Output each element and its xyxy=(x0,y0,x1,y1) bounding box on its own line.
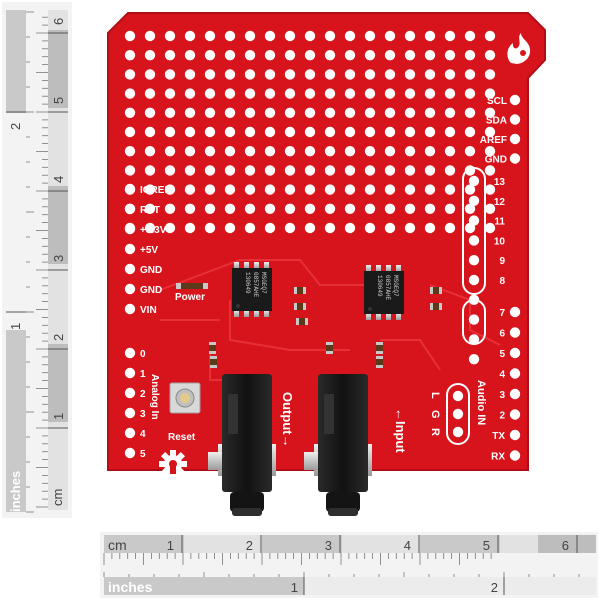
left-header-label: +3.3V xyxy=(140,225,167,236)
left-header-label: VIN xyxy=(140,305,157,316)
chip-left-text-3: 130649 xyxy=(244,272,251,294)
analog-in-label: Analog In xyxy=(149,374,160,420)
audio-in-label: Audio IN xyxy=(475,380,487,425)
audio-channel-label: R xyxy=(429,428,441,436)
left-ruler-cm-tick-label: 4 xyxy=(51,176,66,183)
left-header-label: RST xyxy=(140,205,160,216)
bottom-ruler-inch-tick-label: 2 xyxy=(491,580,498,595)
right-header-label: 10 xyxy=(494,236,506,247)
left-ruler-cm-ticks: 1 2 3 4 5 6 xyxy=(36,16,68,508)
bottom-ruler-cm-tick-label: 3 xyxy=(325,538,332,553)
left-header-label: GND xyxy=(140,285,162,296)
right-header-label: 7 xyxy=(499,308,505,319)
left-ruler-cm-tick-label: 6 xyxy=(51,18,66,25)
open-source-hardware-gear-icon xyxy=(159,450,187,478)
left-header-label: IOREF xyxy=(140,185,171,196)
right-header-label: 11 xyxy=(494,217,505,228)
analog-pin-label: 0 xyxy=(140,349,146,360)
left-ruler-cm-tick-label: 5 xyxy=(51,97,66,104)
right-header-label: 3 xyxy=(499,390,505,401)
header-outline xyxy=(462,167,486,295)
right-header-label: RX xyxy=(491,452,505,463)
audio-in-header-outline xyxy=(446,383,470,445)
audio-channel-labels: L G R xyxy=(429,392,441,436)
analog-pin-label: 2 xyxy=(140,389,146,400)
analog-pin-label: 5 xyxy=(140,449,146,460)
bottom-ruler-inch-unit: inches xyxy=(108,579,153,595)
left-ruler-inch-ticks: 12 xyxy=(6,11,34,513)
left-ruler-cm-tick-label: 2 xyxy=(51,334,66,341)
left-ruler-inch-tick-label: 1 xyxy=(8,323,23,330)
bottom-ruler-cm-ticks: 1 2 3 4 5 6 xyxy=(103,535,578,565)
right-header-label: 5 xyxy=(499,349,505,360)
right-header-label: SDA xyxy=(486,116,507,127)
sparkfun-flame-icon xyxy=(507,33,531,64)
analog-pin-labels: 0 1 2 3 4 5 xyxy=(140,349,146,460)
left-ruler-cm-unit: cm xyxy=(50,489,65,506)
left-ruler-inch-tick-label: 2 xyxy=(8,123,23,130)
output-audio-jack[interactable] xyxy=(208,374,276,516)
right-header-label: 13 xyxy=(494,177,506,188)
left-ruler-cm-tick-label: 1 xyxy=(51,413,66,420)
msgeq7-chip-right: MSGEQ7 0857AHE 130649 xyxy=(364,265,404,320)
right-header-label: 9 xyxy=(499,256,505,267)
bottom-ruler-cm-tick-label: 4 xyxy=(404,538,411,553)
right-top-header-labels: SCL SDA AREF GND 13 12 11 10 9 8 xyxy=(480,96,507,287)
header-pads xyxy=(124,94,521,461)
left-header-label: GND xyxy=(140,265,162,276)
right-header-label: 6 xyxy=(499,329,505,340)
left-header-labels: IOREF RST +3.3V +5V GND GND VIN xyxy=(140,185,171,316)
analog-pin-label: 3 xyxy=(140,409,146,420)
bottom-ruler-cm-tick-label: 2 xyxy=(246,538,253,553)
output-label: Output→ xyxy=(280,392,295,448)
analog-pin-label: 1 xyxy=(140,369,146,380)
audio-channel-label: L xyxy=(429,392,441,399)
bottom-ruler-cm-unit: cm xyxy=(108,537,127,553)
reset-label: Reset xyxy=(168,432,196,443)
right-header-label: 2 xyxy=(499,411,505,422)
reset-button[interactable] xyxy=(169,382,201,414)
audio-channel-label: G xyxy=(429,410,441,419)
bottom-ruler-inch-tick-label: 1 xyxy=(291,580,298,595)
right-header-label: 12 xyxy=(494,197,506,208)
right-header-label: 4 xyxy=(499,370,505,381)
smd-components xyxy=(176,283,442,368)
right-header-label: SCL xyxy=(487,96,507,107)
power-label: Power xyxy=(175,292,205,303)
input-audio-jack[interactable] xyxy=(304,374,372,516)
bottom-ruler-cm-tick-label: 6 xyxy=(562,538,569,553)
left-ruler-inch-unit: inches xyxy=(8,471,23,512)
msgeq7-chip-left: MSGEQ7 0857AHE 130649 xyxy=(232,262,272,317)
left-header-label: +5V xyxy=(140,245,158,256)
right-header-label: AREF xyxy=(480,135,507,146)
input-label: ←Input xyxy=(393,408,408,453)
header-outline-lower xyxy=(462,299,486,345)
right-header-label: 8 xyxy=(499,276,505,287)
right-header-label: GND xyxy=(485,155,507,166)
bottom-ruler-cm-tick-label: 5 xyxy=(483,538,490,553)
prototyping-hole-grid xyxy=(124,30,496,234)
right-header-label: TX xyxy=(492,431,505,442)
right-bottom-header-labels: 7 6 5 4 3 2TX RX xyxy=(491,308,505,463)
analog-pin-label: 4 xyxy=(140,429,146,440)
chip-right-text-2: 0857AHE xyxy=(384,275,391,301)
chip-right-text-1: MSGEQ7 xyxy=(392,275,399,297)
bottom-ruler-cm-tick-label: 1 xyxy=(167,538,174,553)
chip-left-text-1: MSGEQ7 xyxy=(260,272,267,294)
chip-right-text-3: 130649 xyxy=(376,275,383,297)
chip-left-text-2: 0857AHE xyxy=(252,272,259,298)
left-ruler-cm-tick-label: 3 xyxy=(51,255,66,262)
